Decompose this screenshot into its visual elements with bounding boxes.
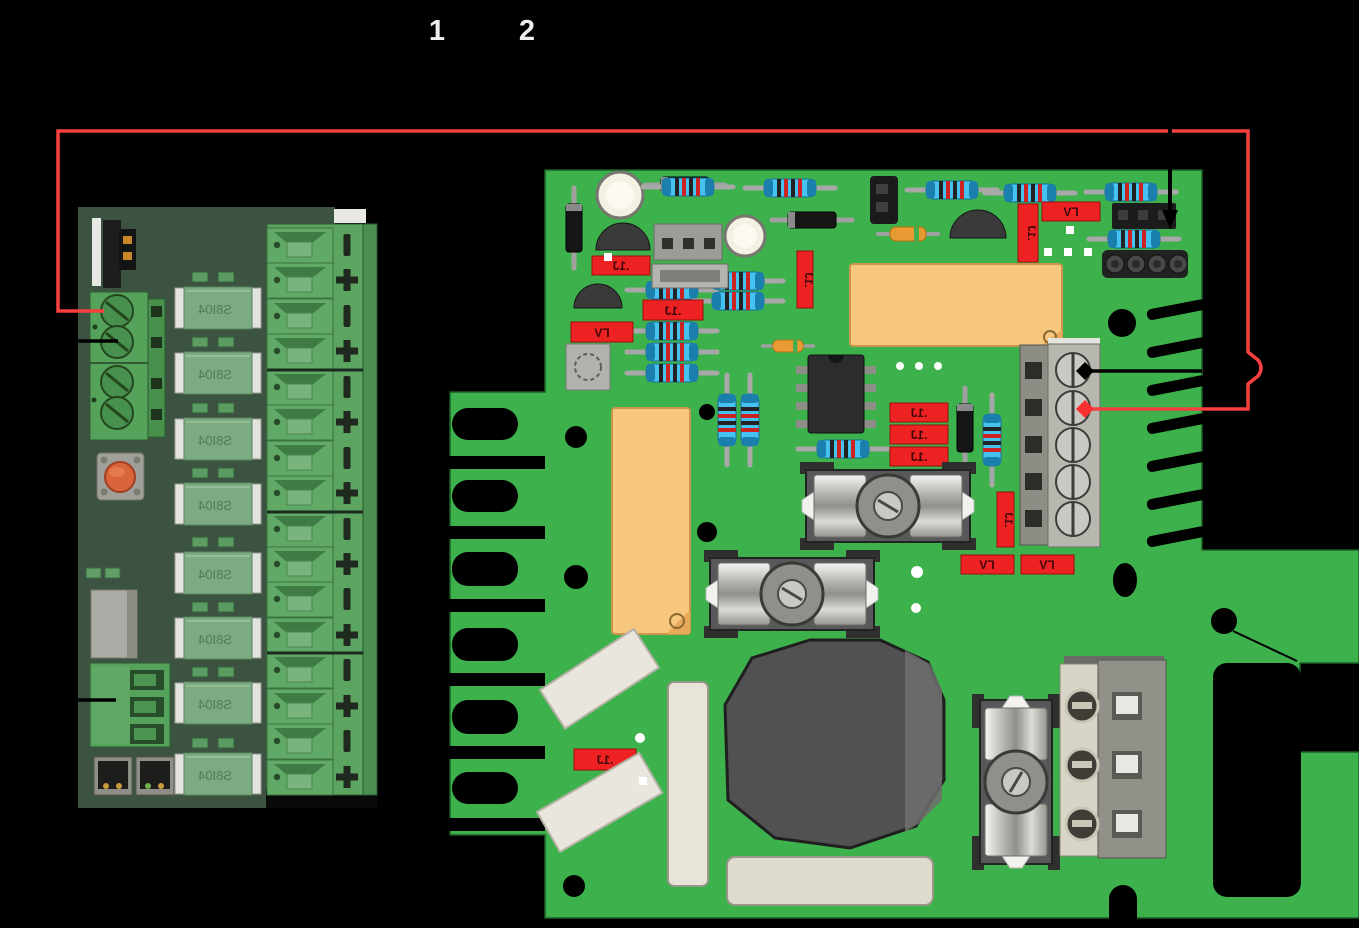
- electrolytic-cap: [595, 170, 645, 220]
- callouts: 1 2: [36, 15, 1263, 702]
- bottom-header-2: [135, 756, 175, 796]
- smd-cap: [85, 567, 102, 579]
- red-wire: [56, 129, 1263, 411]
- smd-cap: [104, 567, 121, 579]
- red-component-label: ΓV: [1039, 558, 1054, 572]
- ceramic-resistor: [667, 681, 709, 887]
- relay-column: S8I04 S8I04 S8I04 S8I04 S8I04 S8I04 S8I0…: [174, 271, 262, 796]
- gray-connector: [651, 223, 729, 289]
- red-component-label: .1J: [911, 406, 928, 420]
- corner-cutout: [1213, 663, 1301, 897]
- red-wire-endpoint: [1076, 400, 1094, 418]
- terminal-screw-4: [100, 396, 134, 430]
- relay-label: S8I04: [198, 302, 232, 317]
- transistor: [595, 222, 651, 251]
- fuse-assembly: [798, 460, 978, 552]
- red-component-label: .1J: [911, 428, 928, 442]
- relay-label: S8I04: [198, 567, 232, 582]
- terminal-screw-1: [100, 294, 134, 328]
- red-component-label: .1J: [597, 753, 614, 767]
- solder-pads: [604, 226, 1092, 785]
- transistor: [573, 283, 623, 309]
- gray-pad-square: [565, 343, 611, 391]
- toroid-core: [723, 638, 946, 850]
- relay-label: S8I04: [198, 498, 232, 513]
- screw-terminal-5: [1055, 501, 1091, 537]
- three-pin-connector: [89, 662, 171, 748]
- three-pin-header: [1112, 203, 1176, 229]
- mounting-holes: [563, 309, 1237, 897]
- fuse-assembly: [970, 692, 1062, 872]
- white-spacer: [92, 218, 101, 286]
- black-arrow-header: [1162, 126, 1178, 229]
- red-component-label: .1J: [665, 304, 682, 318]
- orange-relay-vertical: [611, 407, 691, 635]
- transistor: [949, 209, 1007, 239]
- black-header: [103, 220, 121, 288]
- electrolytic-cap: [723, 214, 767, 258]
- screw-terminal-2: [1055, 390, 1091, 426]
- relay-label: S8I04: [198, 697, 232, 712]
- power-terminal-block: [1059, 656, 1167, 859]
- ceramic-resistor: [726, 856, 934, 906]
- red-component-label: ΓV: [979, 558, 994, 572]
- two-pin-jumper: [870, 176, 898, 224]
- fuse-assembly: [702, 548, 882, 640]
- right-board: .1J .1J ΓV .1J .1J ΓV .1J .1J .1J .1J ΓV…: [448, 169, 1359, 920]
- red-component-label: .1J: [802, 272, 814, 287]
- right-terminal-block: [1019, 338, 1101, 548]
- black-wire-screw: [1076, 362, 1202, 380]
- red-component-label: .1J: [911, 450, 928, 464]
- output-terminal-strip: [266, 209, 378, 796]
- relay-label: S8I04: [198, 367, 232, 382]
- red-components: .1J .1J ΓV .1J .1J ΓV .1J .1J .1J .1J ΓV…: [570, 201, 1101, 771]
- gray-module: [90, 589, 138, 659]
- edge-comb-cutouts: [448, 408, 545, 831]
- edge-diagonal-slots: [1146, 299, 1207, 547]
- dip-ic: [796, 354, 876, 434]
- left-board: S8I04 S8I04 S8I04 S8I04 S8I04 S8I04 S8I0…: [78, 207, 378, 808]
- callout-label-2: 2: [519, 15, 535, 47]
- relay-label: S8I04: [198, 433, 232, 448]
- four-hole-header: [1102, 250, 1188, 278]
- white-block: [535, 751, 664, 854]
- relay-label: S8I04: [198, 768, 232, 783]
- red-component-label: ΓV: [594, 326, 609, 340]
- white-block: [538, 627, 661, 730]
- orange-relay-horizontal: [849, 263, 1063, 347]
- red-component-label: ΓV: [1063, 205, 1078, 219]
- relay-label: S8I04: [198, 632, 232, 647]
- jumper-block: [119, 229, 136, 270]
- callout-label-1: 1: [429, 15, 445, 47]
- screw-terminal-3: [1055, 427, 1091, 463]
- left-terminal-block: [89, 291, 166, 441]
- bottom-header-1: [93, 756, 133, 796]
- red-component-label: .1J: [1002, 512, 1014, 527]
- hairline-crack: [1232, 630, 1298, 662]
- reset-button: [96, 452, 145, 501]
- bottom-notch: [1109, 885, 1137, 920]
- red-component-label: .1J: [613, 259, 630, 273]
- terminal-screw-3: [100, 365, 134, 399]
- red-component-label: .1J: [1025, 225, 1037, 240]
- screw-terminal-4: [1055, 464, 1091, 500]
